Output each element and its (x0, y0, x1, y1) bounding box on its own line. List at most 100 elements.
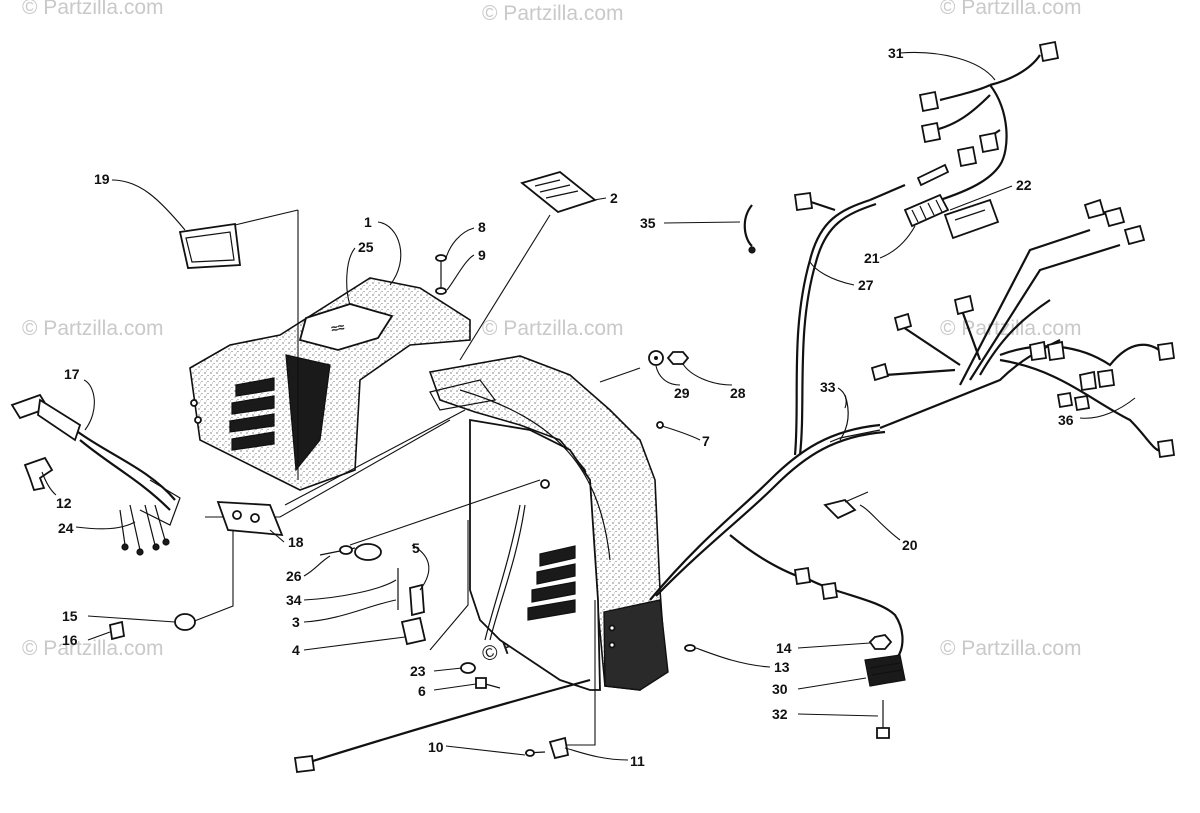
clamp (743, 204, 753, 247)
clip (23, 456, 54, 492)
callout-4: 4 (292, 642, 300, 658)
leader (303, 579, 397, 601)
connector (1046, 340, 1066, 362)
cable-clip (823, 499, 857, 520)
bracket (400, 616, 427, 646)
guide-line (191, 520, 234, 623)
callout-17: 17 (64, 366, 80, 382)
bolt-head (475, 677, 487, 689)
callout-24: 24 (58, 520, 74, 536)
hole (540, 479, 550, 489)
leader (899, 51, 996, 81)
connector (1028, 340, 1048, 362)
leader (797, 677, 867, 690)
harness-branch (793, 198, 871, 456)
connector (820, 581, 839, 601)
lens-inner (185, 231, 235, 263)
callout-23: 23 (410, 663, 426, 679)
connector (1156, 341, 1176, 362)
callout-2: 2 (610, 190, 618, 206)
cable (484, 504, 521, 641)
connector (793, 191, 814, 212)
callout-29: 29 (674, 385, 690, 401)
decal-mark: ≈≈ (330, 320, 346, 336)
harness-branch (899, 324, 961, 366)
lead-end (136, 548, 144, 556)
panel-opening (429, 379, 497, 411)
leader (1079, 397, 1136, 419)
callout-22: 22 (1016, 177, 1032, 193)
connector (1103, 206, 1126, 228)
wire (79, 439, 171, 511)
switch-harness (10, 393, 181, 526)
lead (129, 504, 141, 551)
watermark: © Partzilla.com (482, 2, 624, 25)
hood-opening-shadow (285, 354, 331, 472)
leader (75, 521, 136, 530)
clip (548, 736, 570, 760)
decal (520, 171, 597, 214)
leader (445, 745, 526, 756)
leader (41, 471, 57, 496)
vent-slot (229, 413, 275, 433)
connector (1083, 198, 1106, 220)
leader (303, 599, 397, 623)
callout-16: 16 (62, 632, 78, 648)
clamp-end (748, 246, 756, 254)
regulator-fins (869, 662, 903, 676)
watermark: © Partzilla.com (940, 317, 1082, 340)
leader (111, 179, 186, 231)
label-line (954, 209, 986, 221)
leader (695, 647, 771, 668)
callout-20: 20 (902, 537, 918, 553)
connector (1156, 438, 1176, 459)
nut (666, 351, 690, 365)
harness-branch (798, 202, 877, 456)
connector (1123, 224, 1146, 246)
connector (1038, 40, 1060, 63)
watermark: © Partzilla.com (940, 0, 1082, 19)
indicator-body (216, 501, 284, 537)
leader (433, 667, 463, 672)
leader (87, 631, 111, 641)
decal-part (520, 171, 597, 214)
lead-end (121, 543, 129, 551)
connector (978, 131, 1000, 154)
connector (1096, 368, 1116, 389)
switch-connector (37, 398, 82, 442)
vent-slot (231, 431, 275, 451)
leader (682, 363, 733, 386)
callout-27: 27 (858, 277, 874, 293)
callout-19: 19 (94, 171, 110, 187)
watermark: © Partzilla.com (482, 317, 624, 340)
lead-end (162, 538, 170, 546)
lead (144, 504, 156, 546)
bulb (339, 545, 353, 555)
callout-11: 11 (630, 753, 645, 769)
leader (87, 615, 176, 623)
callout-34: 34 (286, 592, 302, 608)
harness-branch (958, 304, 982, 361)
clip (409, 583, 425, 617)
vent-slot (235, 377, 275, 397)
hood-assembly: ≈≈ (189, 277, 471, 491)
leader (564, 747, 629, 761)
leader (949, 185, 1013, 211)
callout-33: 33 (820, 379, 836, 395)
guide-line (234, 209, 299, 226)
leader (269, 529, 285, 543)
leader (445, 227, 475, 259)
sub-harness (916, 40, 1060, 202)
callout-31: 31 (888, 45, 904, 61)
leader (797, 713, 879, 717)
leader (859, 504, 901, 541)
leader-lines (41, 51, 1136, 761)
callout-3: 3 (292, 614, 300, 630)
wire-terminal (293, 755, 316, 773)
harness-end (869, 183, 906, 202)
hole (608, 624, 616, 632)
harness-trunk (655, 430, 886, 597)
wire-loop (139, 479, 181, 526)
